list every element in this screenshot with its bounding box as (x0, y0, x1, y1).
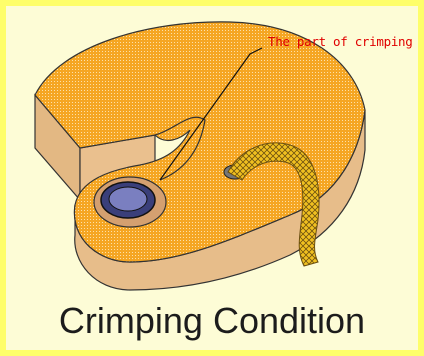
diagram-caption: Crimping Condition (0, 300, 424, 342)
callout-label: The part of crimping (268, 34, 413, 49)
rivet-inner (109, 187, 147, 211)
